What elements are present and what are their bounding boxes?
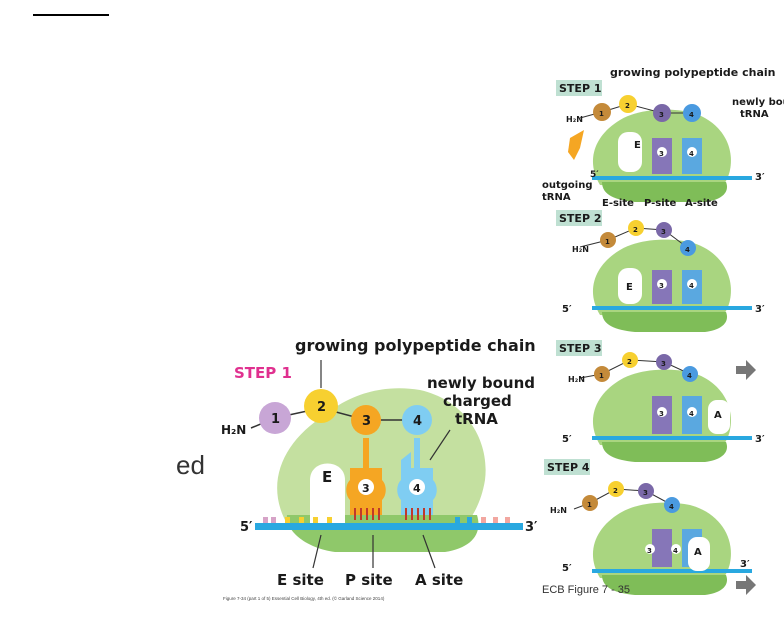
- step-1-a-site: A-site: [685, 198, 718, 209]
- step-3-codon: 3: [659, 410, 664, 418]
- step-2-codon: 4: [689, 282, 694, 290]
- step-1-trna-label-1: newly bound: [732, 97, 784, 108]
- step-1-aa: 3: [659, 111, 664, 119]
- step-1-amino-terminal: H₂N: [566, 115, 583, 124]
- step-4-aa: 3: [643, 489, 648, 497]
- step-1-codon: 3: [659, 150, 664, 158]
- stray-text: ed: [176, 450, 205, 480]
- step-2-aa: 1: [605, 238, 610, 246]
- top-rule: [33, 14, 109, 16]
- a-site-trna: 4: [397, 438, 437, 515]
- mrna-nucleotides: [263, 517, 510, 523]
- step-1-5prime: 5′: [590, 170, 599, 180]
- step-1-title: growing polypeptide chain: [610, 66, 775, 79]
- step-1-panel: STEP 1 growing polypeptide chain newly b…: [542, 66, 784, 209]
- codon-anticodon-pairs: [354, 508, 431, 520]
- step-4-aa: 4: [669, 503, 674, 511]
- step-4-pocket: A: [694, 547, 702, 558]
- arrow-right-icon: [736, 360, 756, 380]
- e-site-pocket: [310, 463, 345, 525]
- step-label: STEP 1: [234, 364, 292, 382]
- step-1-codon: 4: [689, 150, 694, 158]
- figure-caption: ECB Figure 7 - 35: [542, 584, 630, 596]
- step-4-codon: 4: [673, 547, 678, 555]
- step-2-label: STEP 2: [559, 212, 602, 225]
- mrna-strand: [255, 523, 523, 530]
- step-4-codon: 3: [647, 547, 652, 555]
- step-1-outgoing-2: tRNA: [542, 192, 571, 203]
- step-3-5prime: 5′: [562, 434, 572, 445]
- step-2-3prime: 3′: [755, 304, 765, 315]
- step-1-trna-label-2: tRNA: [740, 109, 769, 120]
- five-prime-label: 5′: [240, 520, 253, 535]
- codon-number: 3: [362, 482, 370, 495]
- step-2-aa: 4: [685, 246, 690, 254]
- figure-credit: Figure 7-34 (part 1 of 5) Essential Cell…: [223, 595, 385, 601]
- main-translation-diagram: E 3 4 5′ 3′ 1 2 3 4 H₂N STEP 1 growing p…: [221, 336, 538, 601]
- amino-acid-label: 3: [362, 414, 371, 429]
- p-site-trna: 3: [346, 438, 386, 515]
- p-site-label: P site: [345, 571, 393, 589]
- trna-label-line-3: tRNA: [455, 410, 498, 428]
- step-1-e-site: E-site: [602, 198, 634, 209]
- amino-acid-3: [351, 405, 381, 435]
- step-2-panel: STEP 2 E 3 4 1 2 3 4 H₂N 5′ 3′: [556, 210, 765, 332]
- e-site-label: E site: [277, 571, 324, 589]
- step-1-aa: 4: [689, 111, 694, 119]
- step-3-aa: 4: [687, 372, 692, 380]
- step-1-aa: 2: [625, 102, 630, 110]
- step-3-label: STEP 3: [559, 342, 602, 355]
- step-2-codon: 3: [659, 282, 664, 290]
- step-1-p-site: P-site: [644, 198, 676, 209]
- step-1-label: STEP 1: [559, 82, 602, 95]
- step-1-aa: 1: [599, 110, 604, 118]
- step-1-pocket: E: [634, 140, 641, 151]
- step-2-pocket: E: [626, 282, 633, 293]
- step-badge: [556, 80, 602, 96]
- step-4-aa: 1: [587, 501, 592, 509]
- step-2-5prime: 5′: [562, 304, 572, 315]
- step-3-aa: 3: [661, 360, 666, 368]
- step-4-panel: STEP 4 A 3 4 1 2 3 4 H₂N 5′ 3′ ECB Figur…: [542, 459, 756, 596]
- amino-terminal-label: H₂N: [221, 423, 246, 437]
- step-4-label: STEP 4: [547, 461, 590, 474]
- step-4-amino-terminal: H₂N: [550, 506, 567, 515]
- step-3-panel: STEP 3 A 3 4 1 2 3 4 H₂N 5′ 3′: [556, 340, 765, 462]
- three-prime-label: 3′: [525, 520, 538, 535]
- diagram-title: growing polypeptide chain: [295, 336, 536, 355]
- step-panels: STEP 1 growing polypeptide chain newly b…: [542, 66, 784, 596]
- step-4-3prime: 3′: [740, 559, 750, 570]
- amino-acid-1: [259, 402, 291, 434]
- amino-acid-label: 4: [413, 414, 422, 429]
- step-1-outgoing-1: outgoing: [542, 180, 593, 191]
- step-3-codon: 4: [689, 410, 694, 418]
- pocket-label: E: [322, 468, 332, 486]
- step-2-aa: 2: [633, 226, 638, 234]
- step-1-3prime: 3′: [755, 172, 765, 183]
- step-3-aa: 1: [599, 372, 604, 380]
- trna-label-line-2: charged: [443, 392, 512, 410]
- step-4-5prime: 5′: [562, 563, 572, 574]
- step-2-amino-terminal: H₂N: [572, 245, 589, 254]
- amino-acid-label: 1: [271, 412, 280, 427]
- amino-acid-label: 2: [317, 400, 326, 415]
- step-3-amino-terminal: H₂N: [568, 375, 585, 384]
- step-3-aa: 2: [627, 358, 632, 366]
- step-3-3prime: 3′: [755, 434, 765, 445]
- step-4-aa: 2: [613, 487, 618, 495]
- arrow-right-icon: [736, 575, 756, 595]
- step-2-aa: 3: [661, 228, 666, 236]
- amino-acid-2: [304, 389, 338, 423]
- codon-number: 4: [413, 482, 421, 495]
- a-site-label: A site: [415, 571, 463, 589]
- step-3-pocket: A: [714, 410, 722, 421]
- outgoing-trna-icon: [568, 130, 584, 160]
- amino-acid-4: [402, 405, 432, 435]
- trna-label-line-1: newly bound: [427, 374, 535, 392]
